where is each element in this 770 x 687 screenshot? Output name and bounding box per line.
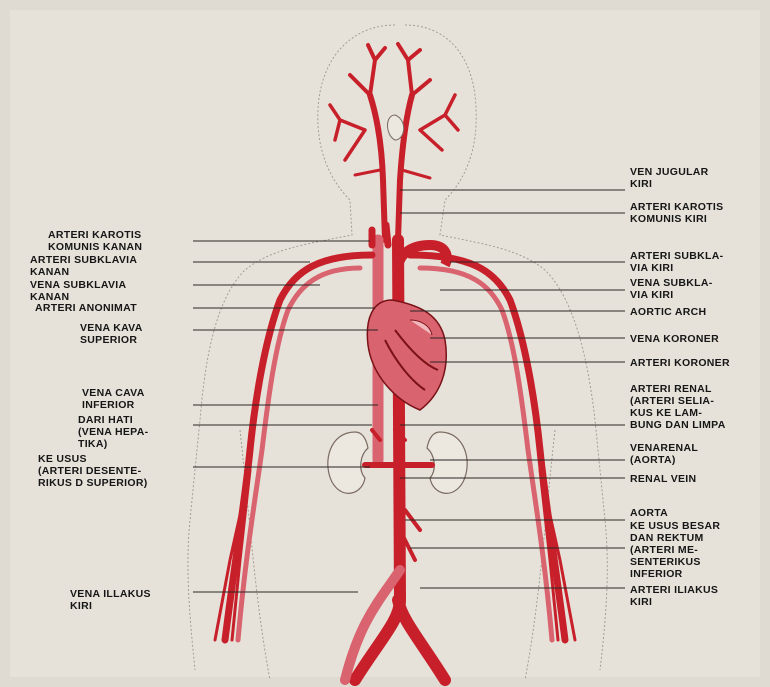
- label-venarenal: VENARENAL (AORTA): [630, 442, 698, 466]
- label-aorta: AORTA: [630, 507, 668, 519]
- head-vessels: [330, 44, 458, 240]
- label-vena-subklavia-kanan: VENA SUBKLAVIA KANAN: [30, 279, 126, 303]
- label-arteri-anonimat: ARTERI ANONIMAT: [35, 302, 137, 314]
- ear-outline: [388, 115, 404, 140]
- label-renal-vein: RENAL VEIN: [630, 473, 696, 485]
- label-arteri-renal: ARTERI RENAL (ARTERI SELIA- KUS KE LAM- …: [630, 383, 726, 431]
- label-arteri-subklavia-kanan: ARTERI SUBKLAVIA KANAN: [30, 254, 137, 278]
- label-ke-usus-besar: KE USUS BESAR DAN REKTUM (ARTERI ME- SEN…: [630, 520, 720, 580]
- label-vena-koroner: VENA KORONER: [630, 333, 719, 345]
- label-vena-cava-inferior: VENA CAVA INFERIOR: [82, 387, 145, 411]
- label-aortic-arch: AORTIC ARCH: [630, 306, 706, 318]
- label-arteri-iliakus-kiri: ARTERI ILIAKUS KIRI: [630, 584, 718, 608]
- label-vena-kava-superior: VENA KAVA SUPERIOR: [80, 322, 143, 346]
- label-arteri-subklavia-kiri: ARTERI SUBKLA- VIA KIRI: [630, 250, 723, 274]
- label-vena-illakus-kiri: VENA ILLAKUS KIRI: [70, 588, 151, 612]
- label-arteri-karotis-komunis-kanan: ARTERI KAROTIS KOMUNIS KANAN: [48, 229, 142, 253]
- label-arteri-koroner: ARTERI KORONER: [630, 357, 730, 369]
- label-arteri-karotis-komunis-kiri: ARTERI KAROTIS KOMUNIS KIRI: [630, 201, 723, 225]
- label-ke-usus: KE USUS (ARTERI DESENTE- RIKUS D SUPERIO…: [38, 453, 148, 489]
- label-vena-subklavia-kiri: VENA SUBKLA- VIA KIRI: [630, 277, 713, 301]
- label-dari-hati: DARI HATI (VENA HEPA- TIKA): [78, 414, 148, 450]
- label-ven-jugular-kiri: VEN JUGULAR KIRI: [630, 166, 709, 190]
